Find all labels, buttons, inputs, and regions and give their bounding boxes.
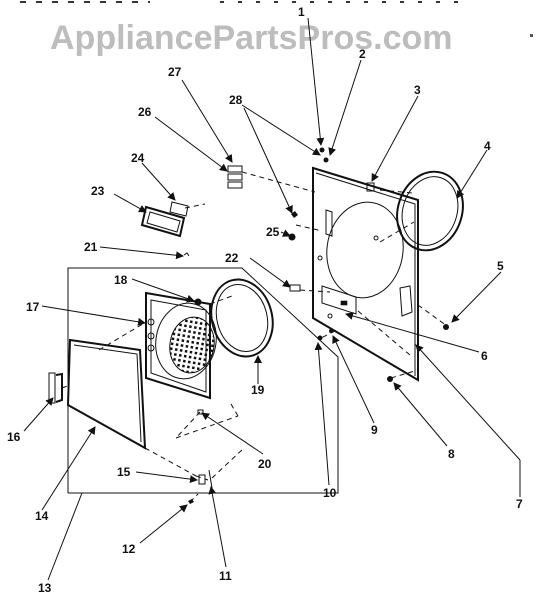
label-part [169, 201, 189, 217]
callout-8: 8 [448, 447, 455, 461]
callout-22: 22 [225, 251, 239, 265]
leader-lines [23, 17, 521, 581]
dashed-guide-lines [61, 171, 448, 503]
control-plate [140, 205, 186, 238]
callout-11: 11 [219, 569, 232, 583]
callout-2: 2 [359, 47, 366, 61]
scan-artifact-edge [530, 34, 533, 37]
callout-19: 19 [251, 383, 265, 397]
door-inner-frame [145, 291, 217, 400]
label-stack [227, 165, 243, 189]
callout-4: 4 [484, 139, 491, 153]
callout-3: 3 [414, 83, 421, 97]
callout-13: 13 [38, 581, 52, 595]
door-outer-panel [66, 338, 147, 450]
callout-15: 15 [117, 465, 131, 479]
callout-18: 18 [114, 273, 128, 287]
callout-27: 27 [168, 65, 182, 79]
callout-1: 1 [298, 5, 305, 19]
callout-12: 12 [122, 542, 136, 556]
callout-5: 5 [497, 259, 504, 273]
door-assembly-outline [67, 267, 339, 494]
door-gasket-ring [210, 278, 274, 358]
callout-21: 21 [84, 240, 98, 254]
door-seal-ring [396, 170, 464, 252]
hardware-fasteners [48, 147, 449, 504]
callout-14: 14 [35, 509, 49, 523]
callout-26: 26 [138, 105, 152, 119]
callout-23: 23 [91, 184, 105, 198]
callout-10: 10 [323, 486, 337, 500]
watermark: AppliancePartsPros.com [50, 19, 452, 57]
callout-17: 17 [26, 300, 40, 314]
callout-16: 16 [7, 430, 21, 444]
callout-6: 6 [481, 349, 488, 363]
door-handle [55, 372, 63, 403]
callout-20: 20 [258, 457, 272, 471]
callout-28: 28 [229, 93, 243, 107]
callout-numbers: 1 2 3 4 5 6 7 8 9 10 11 12 13 14 15 16 1… [7, 5, 523, 595]
callout-25: 25 [266, 225, 280, 239]
callout-24: 24 [131, 151, 145, 165]
callout-9: 9 [371, 423, 378, 437]
callout-7: 7 [516, 497, 523, 511]
front-panel [312, 166, 419, 382]
